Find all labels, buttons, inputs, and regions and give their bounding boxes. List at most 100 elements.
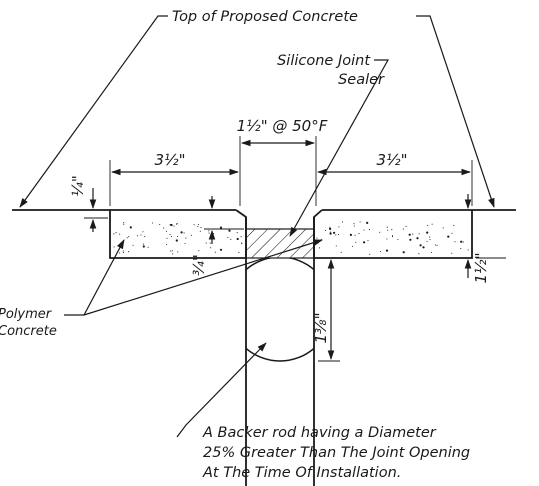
- stipple-dot: [197, 225, 199, 228]
- leader-top-of-concrete-right: [416, 15, 495, 208]
- stipple-dot: [335, 245, 337, 247]
- stipple-dot: [119, 233, 121, 235]
- stipple-dot: [115, 232, 117, 234]
- stipple-dot: [128, 236, 130, 238]
- stipple-dot: [329, 232, 332, 235]
- leader-top-of-concrete-left: [19, 15, 168, 208]
- stipple-dot: [198, 250, 200, 252]
- stipple-dot: [340, 251, 342, 253]
- stipple-dot: [435, 244, 437, 246]
- stipple-dot: [219, 226, 223, 229]
- stipple-dot: [177, 251, 179, 253]
- stipple-dot: [132, 244, 134, 246]
- stipple-dot: [122, 250, 124, 252]
- stipple-dot: [391, 236, 394, 238]
- stipple-dot: [351, 245, 353, 247]
- stipple-dot: [409, 238, 412, 241]
- stipple-dot: [341, 221, 343, 223]
- stipple-dot: [431, 251, 433, 254]
- stipple-dot: [219, 248, 223, 251]
- label-backer-line2: 25% Greater Than The Joint Opening: [203, 445, 470, 461]
- stipple-dot: [210, 247, 212, 249]
- stipple-dot: [240, 236, 242, 238]
- stipple-dot: [159, 223, 161, 226]
- stipple-dot: [208, 232, 210, 234]
- stipple-dot: [170, 223, 173, 227]
- stipple-dot: [183, 232, 185, 234]
- stipple-dot: [418, 233, 420, 235]
- stipple-dot: [208, 230, 210, 232]
- leader-lines: [19, 15, 495, 438]
- stipple-dot: [451, 232, 453, 234]
- stipple-dot: [126, 237, 128, 239]
- stipple-dot: [418, 253, 420, 255]
- stipple-dot: [387, 229, 389, 231]
- label-backer-line1: A Backer rod having a Diameter: [202, 425, 437, 441]
- stipple-dot: [429, 236, 431, 238]
- stipple-dot: [366, 221, 369, 224]
- stipple-dot: [386, 226, 388, 228]
- stipple-dot: [335, 234, 337, 236]
- stipple-dot: [184, 242, 186, 245]
- polymer-block-right: [313, 209, 473, 259]
- stipple-dot: [402, 228, 405, 230]
- stipple-dot: [355, 241, 357, 243]
- stipple-dot: [209, 242, 211, 244]
- stipple-dot: [354, 234, 356, 236]
- stipple-dot: [227, 236, 229, 239]
- stipple-dot: [190, 234, 192, 236]
- stipple-dot: [325, 229, 327, 232]
- stipple-dot: [163, 227, 165, 229]
- label-polymer-line2: Concrete: [0, 324, 57, 339]
- label-silicone-line1: Silicone Joint: [277, 53, 371, 69]
- stipple-dot: [359, 221, 361, 223]
- stipple-dot: [318, 247, 321, 249]
- stipple-dot: [416, 237, 419, 240]
- stipple-dot: [431, 223, 433, 225]
- stipple-dot: [230, 238, 232, 240]
- stipple-dot: [349, 233, 352, 236]
- stipple-dot: [199, 230, 201, 232]
- stipple-dot: [391, 235, 394, 237]
- stipple-dot: [329, 231, 331, 233]
- stipple-dot: [241, 243, 243, 245]
- stipple-dot: [214, 251, 216, 253]
- stipple-dot: [165, 230, 167, 232]
- stipple-dot: [197, 223, 200, 226]
- stipple-dot: [169, 223, 171, 226]
- stipple-dot: [467, 249, 469, 251]
- stipple-dot: [379, 231, 381, 233]
- stipple-dot: [123, 222, 125, 224]
- stipple-dot: [123, 223, 125, 225]
- stipple-dot: [166, 237, 168, 239]
- stipple-dot: [147, 246, 149, 248]
- stipple-dot: [405, 225, 407, 227]
- stipple-dot: [169, 233, 171, 235]
- stipple-dot: [419, 244, 422, 247]
- stipple-dot: [353, 223, 355, 225]
- dimension-lines: [84, 136, 506, 362]
- stipple-dot: [391, 229, 393, 231]
- stipple-dot: [368, 229, 370, 231]
- stipple-dot: [408, 233, 411, 236]
- stipple-dot: [173, 225, 175, 227]
- stipple-dot: [363, 241, 366, 244]
- stipple-dot: [176, 235, 179, 238]
- stipple-dot: [426, 231, 429, 234]
- stipple-dot: [170, 250, 172, 252]
- dim-text-right-width: 3½": [377, 151, 408, 169]
- stipple-dot: [142, 245, 145, 248]
- dim-text-joint-opening: 1½" @ 50°F: [237, 117, 328, 135]
- dim-text-sealer-depth: ¾": [190, 254, 208, 275]
- stipple-dot: [447, 235, 450, 238]
- stipple-dot: [142, 231, 144, 233]
- leader-backer-rod: [176, 342, 267, 438]
- stipple-dot: [454, 241, 456, 243]
- stipple-dot: [426, 240, 428, 242]
- polymer-concrete-stipple: [113, 221, 469, 255]
- stipple-dot: [460, 240, 463, 243]
- dim-text-left-width: 3½": [155, 151, 186, 169]
- stipple-dot: [122, 252, 124, 254]
- dim-text-polymer-depth: 1½": [472, 253, 490, 284]
